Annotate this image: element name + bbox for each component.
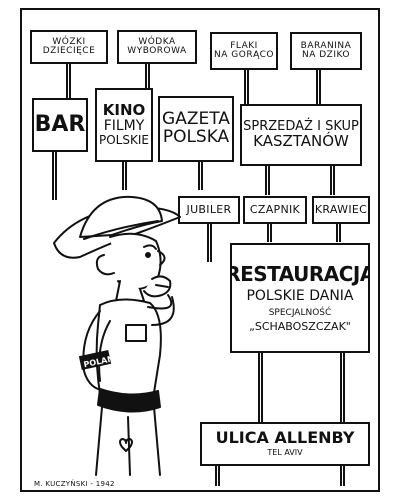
sign-post xyxy=(330,165,335,195)
sign-text: POLSKA xyxy=(162,127,230,147)
sign-baranina: BARANINA NA DZIKO xyxy=(290,32,362,70)
sign-post xyxy=(265,165,270,195)
sign-flaki: FLAKI NA GORĄCO xyxy=(210,32,278,70)
sign-text: RESTAURACJA xyxy=(230,261,370,286)
sign-text: NA GORĄCO xyxy=(214,50,274,60)
sign-text: ULICA ALLENBY xyxy=(215,428,355,448)
sign-restauracja: RESTAURACJA POLSKIE DANIA SPECJALNOŚĆ „S… xyxy=(230,243,370,353)
sign-text: KRAWIEC xyxy=(314,203,368,217)
sign-post xyxy=(207,222,212,262)
sign-post xyxy=(145,62,150,90)
sign-text: WÓDKA xyxy=(138,36,176,47)
soldier-figure: POLAND xyxy=(53,195,181,476)
sign-text: NA DZIKO xyxy=(302,50,350,60)
sign-bar: BAR xyxy=(32,98,88,152)
sign-text: KINO xyxy=(102,101,146,120)
sign-text: BARANINA xyxy=(300,40,352,51)
sign-wozki: WÓZKI DZIECIĘCE xyxy=(30,30,108,64)
sign-post xyxy=(340,350,345,426)
sign-text: WYBOROWA xyxy=(127,46,187,56)
sign-text: GAZETA xyxy=(162,109,230,130)
sign-gazeta: GAZETA POLSKA xyxy=(158,96,234,162)
sign-post xyxy=(122,160,127,190)
sign-text: FILMY xyxy=(103,118,145,135)
sign-text: DZIECIĘCE xyxy=(42,46,96,56)
sign-text: POLSKIE xyxy=(99,132,149,147)
sign-post xyxy=(215,462,220,486)
sign-post xyxy=(258,350,263,426)
sign-text: BAR xyxy=(34,112,86,138)
sign-text: KASZTANÓW xyxy=(253,131,349,150)
sign-jubiler: JUBILER xyxy=(178,196,240,224)
sign-text: FLAKI xyxy=(230,40,258,51)
sign-post xyxy=(316,68,321,104)
artist-signature: M. KUCZYŃSKI - 1942 xyxy=(34,480,115,488)
sign-czapnik: CZAPNIK xyxy=(243,196,307,224)
sign-text: SPRZEDAŻ I SKUP xyxy=(243,119,359,135)
sign-post xyxy=(66,62,71,102)
sign-post xyxy=(198,160,203,190)
sign-text: JUBILER xyxy=(186,203,232,217)
sign-text: WÓZKI xyxy=(52,36,86,47)
sign-text: TEL AVIV xyxy=(267,448,303,458)
sign-post xyxy=(336,222,341,242)
sign-post xyxy=(244,68,249,104)
sign-ulica: ULICA ALLENBY TEL AVIV xyxy=(200,422,370,466)
sign-sprzedaz: SPRZEDAŻ I SKUP KASZTANÓW xyxy=(240,104,362,166)
sign-kino: KINO FILMY POLSKIE xyxy=(95,88,153,162)
sign-text: POLSKIE DANIA xyxy=(246,287,354,304)
sign-text: „SCHABOSZCZAK" xyxy=(249,319,351,333)
sign-post xyxy=(340,462,345,486)
sign-post xyxy=(267,222,272,242)
sign-wodka: WÓDKA WYBOROWA xyxy=(117,30,197,64)
sign-text: SPECJALNOŚĆ xyxy=(268,308,332,319)
sign-krawiec: KRAWIEC xyxy=(312,196,370,224)
sign-text: CZAPNIK xyxy=(249,203,301,217)
sign-post xyxy=(52,150,57,200)
